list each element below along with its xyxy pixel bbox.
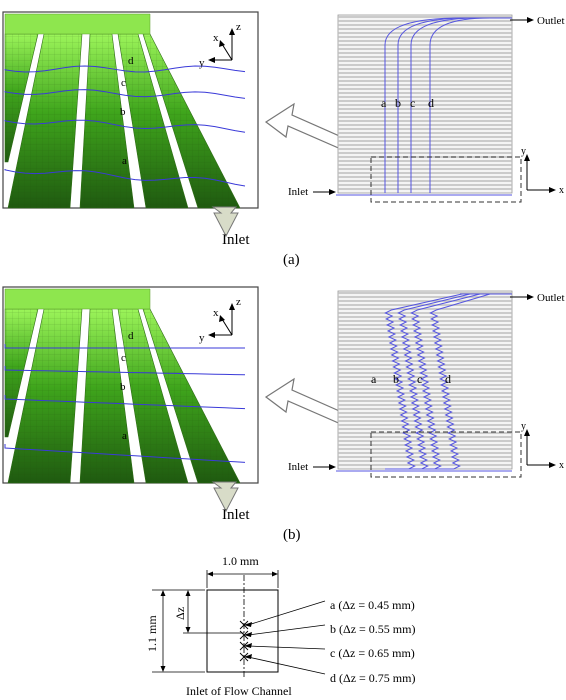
- axis-z-label: z: [236, 21, 241, 33]
- channel-mesh: [143, 309, 240, 483]
- channel-top-mesh: [4, 288, 151, 310]
- streamline-label: c: [121, 352, 126, 364]
- leader-arrowhead: [244, 643, 252, 648]
- channel-mesh: [118, 34, 188, 208]
- axes-2d: y x: [521, 421, 564, 471]
- axis2d-y-label: y: [521, 146, 526, 157]
- axis2d-x-label: x: [559, 185, 564, 196]
- leader-line: [247, 656, 326, 675]
- point-d-label: d (Δz = 0.75 mm): [330, 671, 415, 685]
- channel-mesh: [8, 309, 82, 483]
- streamline-label: b: [120, 381, 126, 393]
- channel-mesh: [143, 34, 240, 208]
- streamline: [4, 395, 246, 410]
- channel-mesh: [5, 309, 38, 437]
- leader-arrowhead: [244, 632, 252, 637]
- axes-3d: z x y: [199, 21, 241, 69]
- inlet-label: Inlet: [288, 461, 308, 473]
- plan-curve-label: c: [410, 96, 415, 110]
- perspective-view: dc b a: [4, 288, 246, 484]
- channel-mesh: [5, 34, 38, 162]
- streamline-label: a: [122, 430, 127, 442]
- outlet-label: Outlet: [537, 292, 565, 304]
- plan-streamline: [429, 293, 491, 470]
- axis-z-label: z: [236, 296, 241, 308]
- plan-streamline: [410, 293, 481, 470]
- zoom-box: [370, 431, 522, 478]
- plan-curve-label: b: [395, 96, 401, 110]
- channel-mesh: [80, 309, 134, 483]
- inlet-arrow-label: Inlet: [222, 232, 250, 248]
- point-c-label: c (Δz = 0.65 mm): [330, 646, 415, 660]
- axes-2d: y x: [521, 146, 564, 196]
- axis-x-label: x: [213, 32, 219, 44]
- plan-streamline: [384, 293, 463, 470]
- leader-line: [247, 600, 326, 626]
- channel-mesh: [80, 34, 134, 208]
- channel-cross-section: [206, 589, 279, 673]
- axis-x-label: x: [213, 307, 219, 319]
- streamline: [4, 444, 246, 463]
- cross-section-diagram: 1.0 mm 1.1 mm Δz a (Δz = 0.45 mm) b (Δz …: [145, 554, 415, 698]
- axis2d-y-label: y: [521, 421, 526, 432]
- channel-mesh: [8, 34, 82, 208]
- axes-3d: z x y: [199, 296, 241, 344]
- leader-line: [247, 645, 326, 650]
- plan-curve-label: d: [445, 372, 451, 386]
- outlet-label: Outlet: [537, 15, 565, 27]
- streamline: [4, 344, 245, 349]
- panel-caption: (a): [283, 252, 300, 268]
- point-a-label: a (Δz = 0.45 mm): [330, 598, 415, 612]
- leader-arrowhead: [244, 654, 252, 659]
- perspective-view: dc b a: [4, 13, 246, 209]
- plan-curve-label: d: [428, 96, 434, 110]
- channel-plan-view: a b c d: [336, 290, 513, 472]
- plan-streamline: [397, 17, 471, 193]
- plan-streamline: [384, 17, 463, 193]
- inlet-arrow-icon: [211, 206, 239, 238]
- sample-points: [239, 600, 326, 675]
- panel-caption: (b): [283, 527, 301, 543]
- streamline-label: c: [121, 77, 126, 89]
- plan-curve-label: a: [371, 372, 377, 386]
- leader-line: [247, 624, 326, 636]
- height-label: 1.1 mm: [145, 615, 159, 652]
- streamline-label: a: [122, 155, 127, 167]
- streamline-label: b: [120, 106, 126, 118]
- axis-y-label: y: [199, 57, 205, 69]
- streamline: [4, 119, 246, 133]
- width-label: 1.0 mm: [222, 554, 259, 568]
- dz-label: Δz: [173, 607, 187, 620]
- streamline: [4, 65, 246, 73]
- plan-curve-label: a: [381, 96, 387, 110]
- streamline: [4, 169, 246, 187]
- streamline: [4, 366, 246, 376]
- axis2d-x-label: x: [559, 460, 564, 471]
- channel-mesh: [118, 309, 188, 483]
- leader-arrowhead: [244, 622, 252, 627]
- streamline-label: d: [128, 330, 134, 342]
- cross-section-caption: Inlet of Flow Channel: [186, 684, 292, 698]
- zoom-box: [370, 156, 522, 203]
- point-b-label: b (Δz = 0.55 mm): [330, 622, 415, 636]
- inlet-arrow-icon: [211, 481, 239, 513]
- plan-streamline: [397, 293, 471, 470]
- plan-curve-label: c: [417, 372, 422, 386]
- channel-top-mesh: [4, 13, 151, 35]
- inlet-label: Inlet: [288, 186, 308, 198]
- streamline: [4, 89, 246, 99]
- plan-curve-label: b: [393, 372, 399, 386]
- streamline-label: d: [128, 55, 134, 67]
- inlet-arrow-label: Inlet: [222, 507, 250, 523]
- axis-y-label: y: [199, 332, 205, 344]
